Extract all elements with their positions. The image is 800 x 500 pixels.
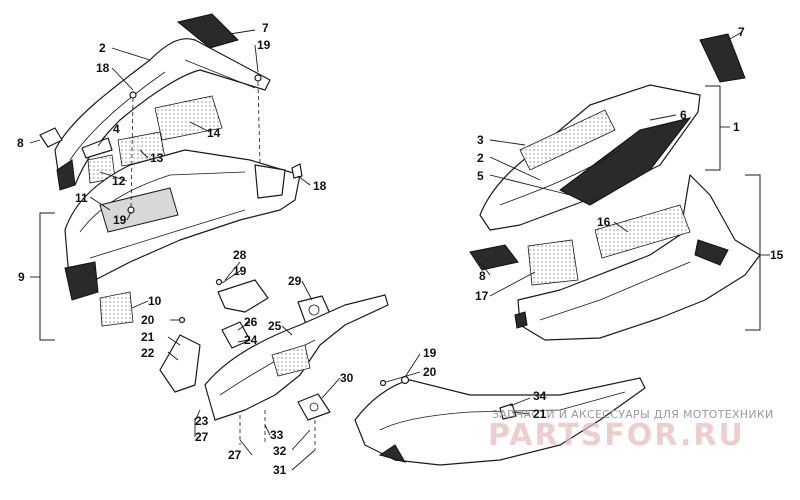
lower-hood-part [64,149,301,291]
watermark-caption: ЗАПЧАСТИ И АКСЕССУАРЫ ДЛЯ МОТОТЕХНИКИ [492,408,774,421]
callout-19-b: 19 [113,213,127,227]
callout-6: 6 [680,108,687,122]
callout-8-left: 8 [17,136,24,150]
callout-8-right: 8 [479,269,486,283]
callout-2-right: 2 [477,151,484,165]
callout-20-right: 20 [423,365,437,379]
callout-12: 12 [112,174,126,188]
callout-30: 30 [340,371,354,385]
callout-27-right: 27 [228,448,242,462]
callout-21-left: 21 [141,330,155,344]
callout-34: 34 [533,389,547,403]
watermark: ЗАПЧАСТИ И АКСЕССУАРЫ ДЛЯ МОТОТЕХНИКИ PA… [488,408,774,453]
callout-11: 11 [75,191,88,205]
callout-16: 16 [597,215,611,229]
callout-2-left: 2 [99,41,106,55]
decal-10 [99,291,134,327]
callout-20-left: 20 [141,313,155,327]
callout-1: 1 [733,120,740,134]
callout-5: 5 [477,169,484,183]
fitting-30-part [297,393,331,421]
callout-7-right: 7 [738,25,745,39]
callout-4: 4 [113,122,120,136]
callout-33: 33 [270,428,284,442]
bracket-1 [705,85,721,171]
leader-lines [29,29,770,471]
callout-22: 22 [141,346,155,360]
belly-pan-34-part [354,377,646,466]
callout-15: 15 [770,248,784,262]
side-panel-22-part [159,334,201,393]
bracket-9 [39,212,55,341]
callout-32: 32 [273,444,287,458]
callout-19-c: 19 [233,264,247,278]
callout-26: 26 [244,315,258,329]
bracket-28-part [217,279,269,313]
watermark-logo: PARTSFOR.RU [488,418,745,453]
callout-21-right: 21 [533,407,547,421]
callout-7-left: 7 [262,21,269,35]
bracket-15 [745,174,761,331]
callout-19-d: 19 [423,346,437,360]
callout-29: 29 [288,274,302,288]
front-vent-8b-part [469,244,519,271]
callout-13: 13 [150,151,164,165]
callout-17: 17 [475,289,489,303]
top-vent-grille-part [176,13,239,49]
decal-14 [154,95,223,141]
callout-18-right: 18 [313,179,327,193]
callout-25: 25 [268,319,282,333]
callout-24: 24 [244,333,258,347]
callout-10: 10 [148,294,162,308]
top-vent-7b-part [699,33,746,83]
right-hood-assembly [469,33,761,341]
callout-14: 14 [207,126,221,140]
callout-27-left: 27 [195,430,209,444]
decal-17 [527,239,579,286]
callout-9: 9 [18,270,25,284]
front-vent-part [39,127,63,148]
callout-labels: 1 2 2 3 4 5 6 7 7 8 8 9 10 11 12 13 14 1… [17,21,784,477]
callout-28: 28 [233,248,247,262]
belly-pan-assembly [159,278,389,450]
callout-18-left: 18 [96,61,110,75]
callout-23: 23 [195,414,209,428]
callout-31: 31 [273,463,287,477]
hood-assembly-1-part [479,84,701,231]
left-hood-assembly [39,13,303,327]
callout-19-a: 19 [257,38,271,52]
window-4-part [81,137,113,159]
right-belly-pan [354,375,646,466]
callout-3: 3 [477,133,484,147]
